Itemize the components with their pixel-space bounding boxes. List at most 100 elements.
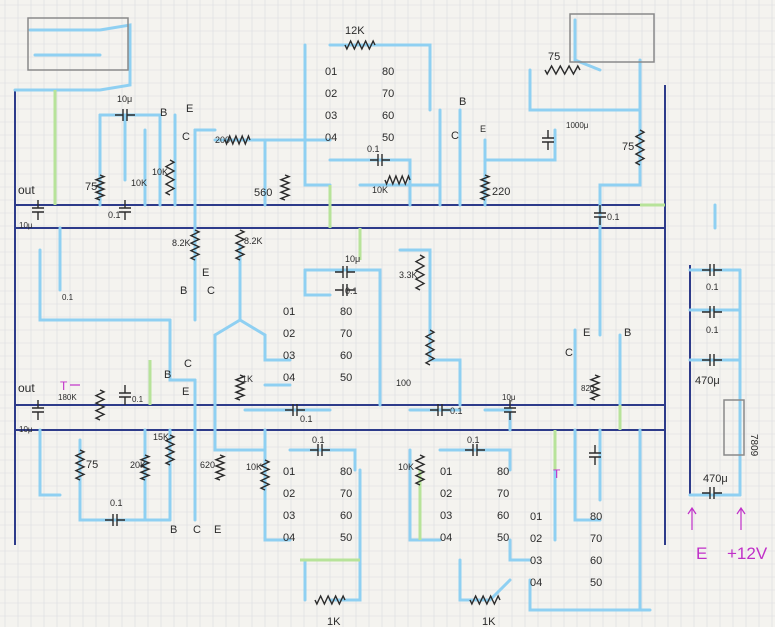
label-q3-b: B bbox=[180, 285, 187, 297]
label-q6-b: B bbox=[170, 524, 177, 536]
resistor-20k-symbol bbox=[139, 454, 151, 481]
label-r-75-right: 75 bbox=[622, 141, 634, 153]
cap-01-10-symbol bbox=[430, 404, 450, 416]
ic5-pin-left-2: 02 bbox=[530, 533, 542, 545]
resistor-10k-e-symbol bbox=[414, 454, 426, 486]
label-c-01-1: 0.1 bbox=[367, 144, 380, 154]
resistor-10k-c-symbol bbox=[384, 174, 411, 186]
ic5-pin-right-4: 50 bbox=[590, 577, 602, 589]
label-c-470u-a: 470μ bbox=[695, 375, 720, 387]
ic2-pin-right-1: 80 bbox=[340, 306, 352, 318]
label-q2-b: B bbox=[459, 96, 466, 108]
cap-01-6-symbol bbox=[702, 264, 722, 276]
cap-01-3-symbol bbox=[594, 205, 606, 225]
ic4-pin-right-2: 70 bbox=[497, 488, 509, 500]
ic1-pin-right-3: 60 bbox=[382, 110, 394, 122]
ic3-pin-right-2: 70 bbox=[340, 488, 352, 500]
ic2-pin-left-3: 03 bbox=[283, 350, 295, 362]
label-r-10k-e: 10K bbox=[398, 462, 414, 472]
cap-470u-a-symbol bbox=[702, 354, 722, 366]
resistor-220-symbol bbox=[479, 174, 491, 201]
label-q3-c: C bbox=[207, 285, 215, 297]
label-r-220: 220 bbox=[492, 186, 510, 198]
ic1-pin-left-2: 02 bbox=[325, 88, 337, 100]
label-r-8k2-a: 8.2K bbox=[172, 238, 191, 248]
ic1-pin-right-4: 50 bbox=[382, 132, 394, 144]
resistor-620-symbol bbox=[214, 454, 226, 481]
jumpers bbox=[53, 90, 665, 562]
label-r-75-top: 75 bbox=[548, 51, 560, 63]
pot-200-symbol bbox=[224, 134, 251, 146]
label-c-01-5: 0.1 bbox=[345, 286, 358, 296]
resistor-75-left-symbol bbox=[94, 174, 106, 201]
resistor-15k-symbol bbox=[164, 434, 176, 466]
label-q1-e: E bbox=[186, 103, 193, 115]
cap-10u-c-symbol bbox=[335, 266, 355, 278]
label-r-10k-b: 10K bbox=[131, 178, 147, 188]
ic3-pin-right-3: 60 bbox=[340, 510, 352, 522]
resistor-75-right-symbol bbox=[634, 129, 646, 166]
cap-01-9-symbol bbox=[285, 404, 305, 416]
label-r-10k-a: 10K bbox=[152, 167, 168, 177]
label-q6-c: C bbox=[193, 524, 201, 536]
resistor-8k2-a-symbol bbox=[189, 229, 201, 261]
ic1-pin-left-1: 01 bbox=[325, 66, 337, 78]
cap-1000u-symbol bbox=[542, 130, 554, 150]
label-c-01-11: 0.1 bbox=[312, 435, 325, 445]
ic4-pin-left-4: 04 bbox=[440, 532, 452, 544]
resistor-8k2-b-symbol bbox=[234, 229, 246, 261]
ic2-pin-left-1: 01 bbox=[283, 306, 295, 318]
ic3-pin-right-1: 80 bbox=[340, 466, 352, 478]
ic4-pin-right-1: 80 bbox=[497, 466, 509, 478]
resistor-10k-d-symbol bbox=[259, 459, 271, 491]
label-c-01-6: 0.1 bbox=[706, 282, 719, 292]
ic2-pin-right-3: 60 bbox=[340, 350, 352, 362]
cap-10u-a-symbol bbox=[115, 109, 135, 121]
resistor-3k3-symbol bbox=[414, 254, 426, 291]
label-r-1k-c: 1K bbox=[482, 616, 496, 627]
test-point-a: T bbox=[60, 379, 68, 393]
ic4-pin-right-3: 60 bbox=[497, 510, 509, 522]
label-c-10u-d: 10μ bbox=[19, 425, 33, 434]
label-r-10k-c: 10K bbox=[372, 185, 388, 195]
ic5-pin-left-1: 01 bbox=[530, 511, 542, 523]
cap-01-8-symbol bbox=[119, 385, 131, 405]
ic5-pin-right-1: 80 bbox=[590, 511, 602, 523]
supply-arrows bbox=[70, 384, 746, 530]
resistor-75-top-symbol bbox=[544, 64, 581, 76]
label-q4-b: B bbox=[164, 369, 171, 381]
ic5-pin-right-2: 70 bbox=[590, 533, 602, 545]
label-r-100: 100 bbox=[396, 378, 411, 388]
label-r-620: 620 bbox=[200, 460, 215, 470]
ic3-pin-left-1: 01 bbox=[283, 466, 295, 478]
cap-01-13-symbol bbox=[105, 514, 125, 526]
cap-470u-b-symbol bbox=[702, 487, 722, 499]
resistor-10k-a-symbol bbox=[164, 159, 176, 196]
label-r-75-left: 75 bbox=[85, 181, 97, 193]
resistor-180k-symbol bbox=[94, 389, 106, 421]
ic1-pin-left-4: 04 bbox=[325, 132, 337, 144]
pot-1k-b-symbol bbox=[314, 594, 346, 606]
label-c-01-7: 0.1 bbox=[706, 325, 719, 335]
cap-01-5-symbol bbox=[335, 284, 355, 296]
label-r-560: 560 bbox=[254, 187, 272, 199]
ic2-pin-left-4: 04 bbox=[283, 372, 295, 384]
ic4-pin-left-1: 01 bbox=[440, 466, 452, 478]
cap-01-12-symbol bbox=[465, 444, 485, 456]
ground-label: E bbox=[696, 544, 707, 563]
cap-01-14-symbol bbox=[589, 445, 601, 465]
label-out-a: out bbox=[18, 183, 35, 197]
wires bbox=[13, 18, 742, 612]
label-q4-c: C bbox=[184, 358, 192, 370]
ic5-pin-left-4: 04 bbox=[530, 577, 542, 589]
ic2-pin-left-2: 02 bbox=[283, 328, 295, 340]
label-c-01-4: 0.1 bbox=[62, 293, 74, 302]
resistor-1k-symbol bbox=[234, 374, 246, 401]
label-q2-e: E bbox=[480, 124, 486, 134]
label-out-b: out bbox=[18, 381, 35, 395]
resistor-820-symbol bbox=[589, 374, 601, 401]
resistor-12k-symbol bbox=[344, 39, 376, 51]
